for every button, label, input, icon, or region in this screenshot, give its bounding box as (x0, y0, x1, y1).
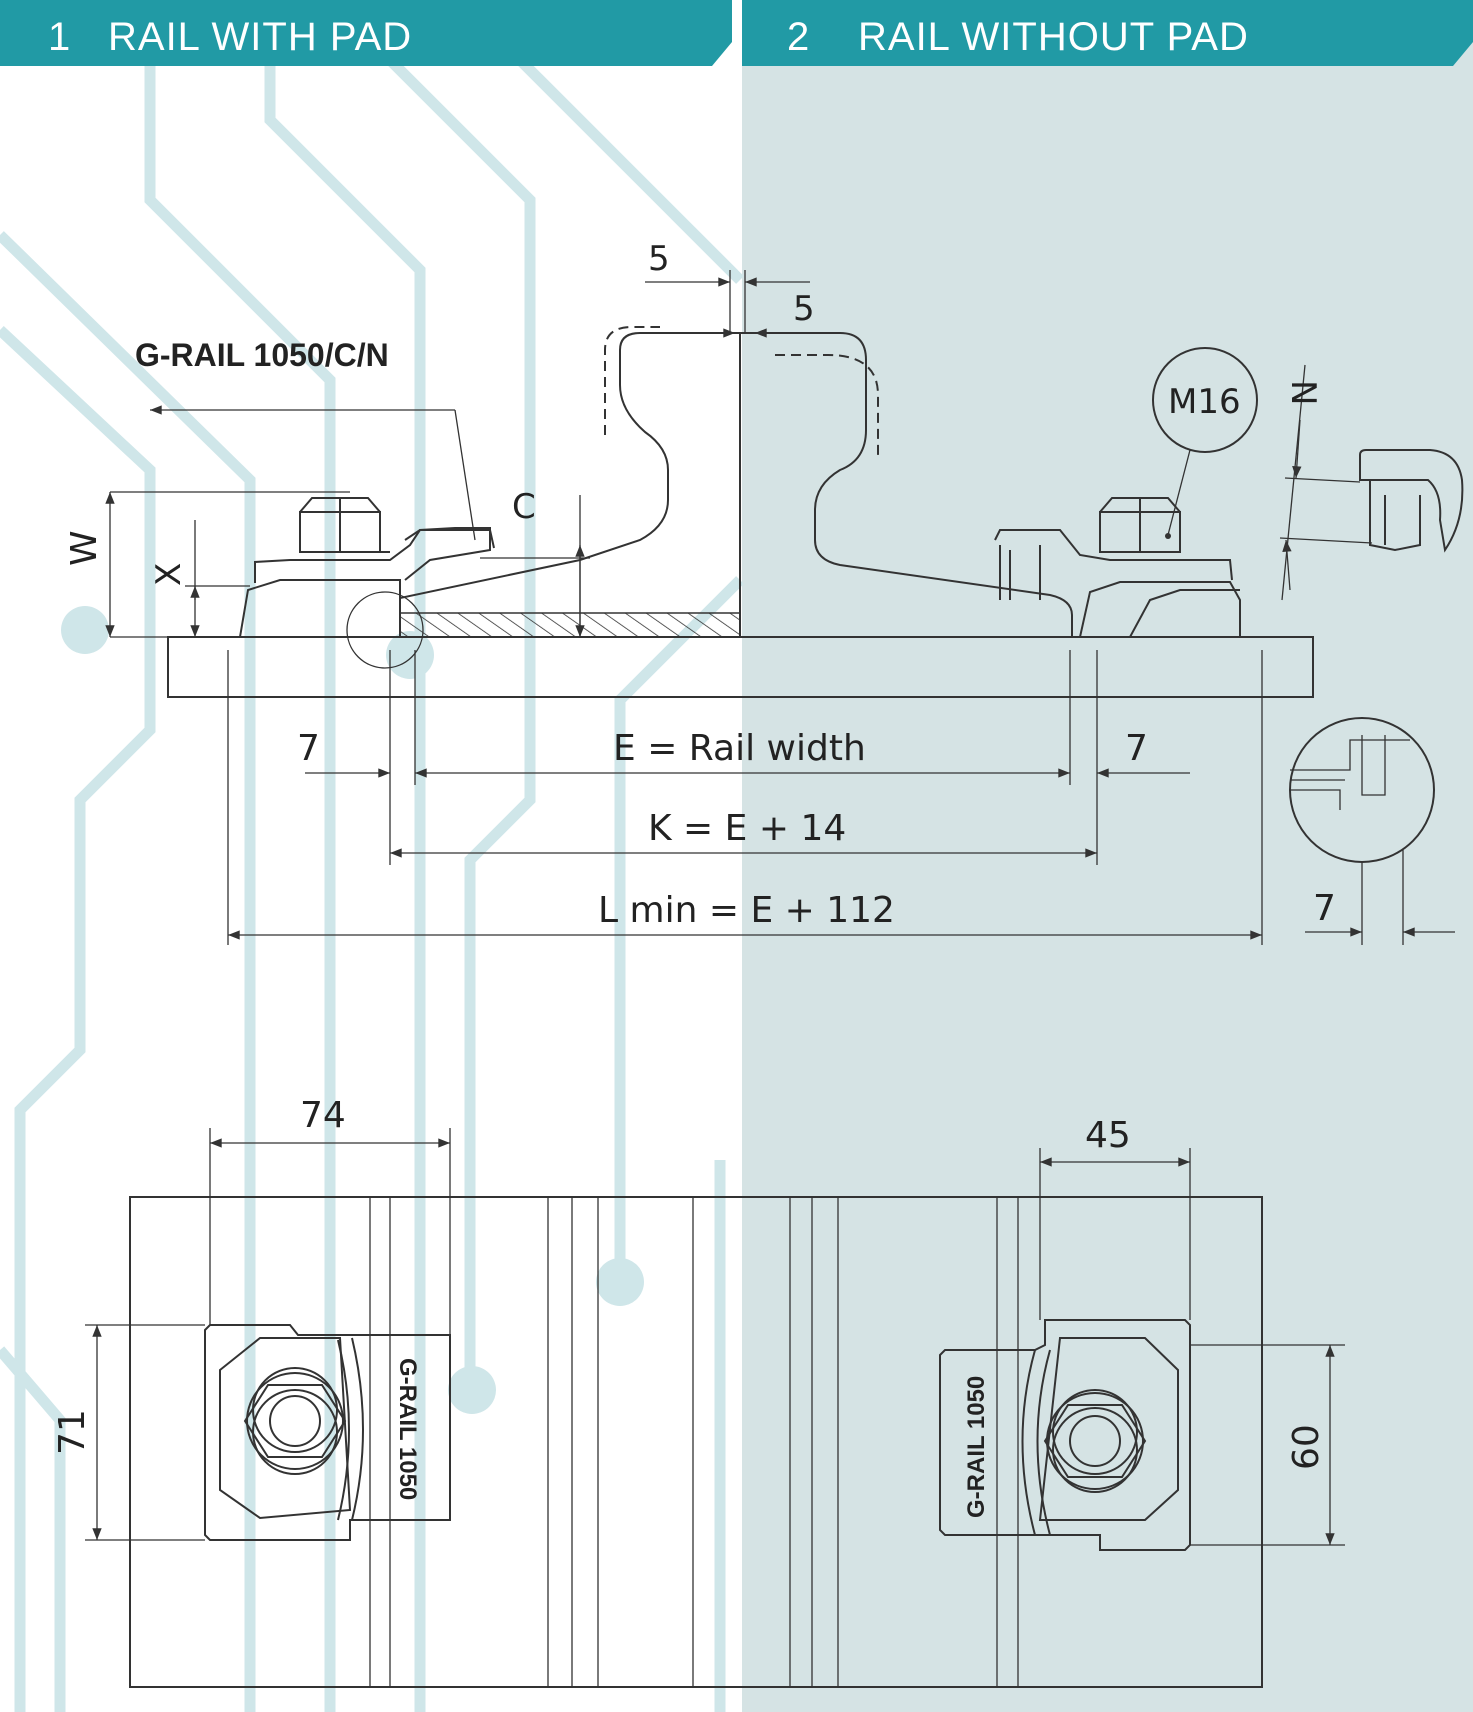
dimension-7-detail-label: 7 (1313, 888, 1336, 929)
left-clip-text: G-RAIL 1050 (394, 1358, 421, 1500)
decorative-dots (61, 606, 644, 1414)
dimension-k-label: K = E + 14 (648, 808, 846, 849)
bolt-callout-circle (1152, 347, 1258, 453)
dimension-7-right-label: 7 (1125, 728, 1148, 769)
plan-right-clip (939, 1319, 1191, 1551)
right-clip-text: G-RAIL 1050 (963, 1376, 990, 1518)
cross-section-dimensions (105, 270, 1455, 945)
plan-rail-lines (369, 1197, 1019, 1687)
rail-wear-outline (604, 326, 660, 435)
dimension-45-label: 45 (1085, 1115, 1131, 1156)
header-title-rail-without-pad: RAIL WITHOUT PAD (858, 15, 1249, 59)
dimension-60-label: 60 (1286, 1424, 1327, 1470)
header-bar-rail-with-pad (0, 0, 732, 66)
dimension-c-label: C (512, 487, 536, 527)
dimension-74-label: 74 (300, 1095, 346, 1136)
product-name-label: G-RAIL 1050/C/N (135, 337, 389, 373)
header-number-1: 1 (48, 15, 71, 59)
dimension-5-top-label: 5 (648, 239, 670, 279)
rail-pad (399, 612, 741, 638)
dimension-x-label: X (149, 563, 189, 586)
dimension-e-label: E = Rail width (613, 728, 866, 769)
plan-left-clip (204, 1324, 451, 1541)
header-bar-rail-without-pad (742, 0, 1473, 66)
rail-profile (399, 332, 1073, 638)
dimension-n-label: N (1283, 380, 1323, 405)
left-rail-clip (238, 497, 495, 669)
cross-section-view (167, 326, 1464, 945)
plan-view (129, 1196, 1263, 1688)
decorative-circuit-lines (0, 56, 744, 1712)
dimension-l-label: L min = E + 112 (598, 890, 895, 931)
dimension-71-label: 71 (52, 1409, 93, 1455)
plan-dimensions (85, 1128, 1345, 1546)
right-rail-clip (994, 497, 1241, 638)
clip-detail-n (1359, 449, 1464, 553)
bolt-size-label: M16 (1168, 382, 1241, 422)
header-title-rail-with-pad: RAIL WITH PAD (108, 15, 412, 59)
dimension-7-left-label: 7 (297, 728, 320, 769)
right-panel-background (742, 0, 1473, 1712)
header-number-2: 2 (787, 15, 810, 59)
dimension-5-bottom-label: 5 (793, 289, 815, 329)
dimension-w-label: W (64, 530, 105, 566)
plan-base-plate (129, 1196, 1263, 1688)
